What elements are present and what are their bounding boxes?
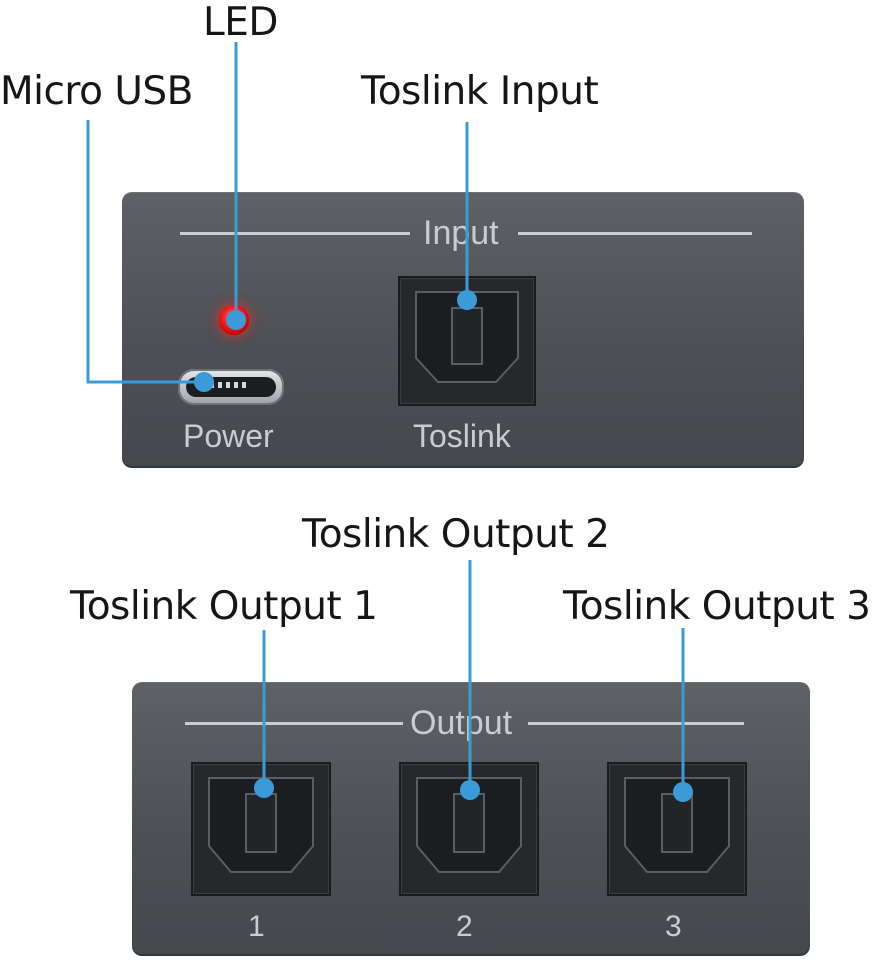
callout-toslink-input: Toslink Input xyxy=(361,69,599,114)
output-rule-left xyxy=(185,722,403,725)
input-panel-title: Input xyxy=(423,214,499,252)
output-panel-title: Output xyxy=(410,704,513,742)
output-rule-right xyxy=(528,722,744,725)
callout-toslink-output-2: Toslink Output 2 xyxy=(302,512,610,557)
port-number-2: 2 xyxy=(456,910,473,943)
callout-led: LED xyxy=(203,0,278,45)
toslink-output-port-2-shape xyxy=(416,777,522,873)
toslink-output-port-1-shape xyxy=(208,777,314,873)
leader-led-dot xyxy=(226,310,246,330)
input-rule-right xyxy=(518,232,752,235)
toslink-label: Toslink xyxy=(413,418,511,454)
leader-micro-usb-line xyxy=(86,120,204,384)
leader-toslink-output-3-dot xyxy=(673,782,693,802)
power-label: Power xyxy=(183,418,274,454)
callout-toslink-output-3: Toslink Output 3 xyxy=(563,584,871,629)
port-number-1: 1 xyxy=(248,910,265,943)
toslink-output-port-3-shape xyxy=(624,777,730,873)
leader-group xyxy=(86,42,693,802)
toslink-output-port-1 xyxy=(191,762,331,896)
port-number-3: 3 xyxy=(665,910,682,943)
input-rule-left xyxy=(180,232,410,235)
leader-toslink-output-2-dot xyxy=(460,780,480,800)
toslink-output-port-3 xyxy=(607,762,747,896)
micro-usb-pins xyxy=(210,382,250,388)
leader-toslink-output-1-dot xyxy=(254,778,274,798)
callout-toslink-output-1: Toslink Output 1 xyxy=(70,584,378,629)
toslink-input-port-shape xyxy=(415,291,519,383)
leader-toslink-input-dot xyxy=(457,290,477,310)
callout-micro-usb: Micro USB xyxy=(0,69,193,114)
leader-micro-usb-dot xyxy=(194,372,214,392)
